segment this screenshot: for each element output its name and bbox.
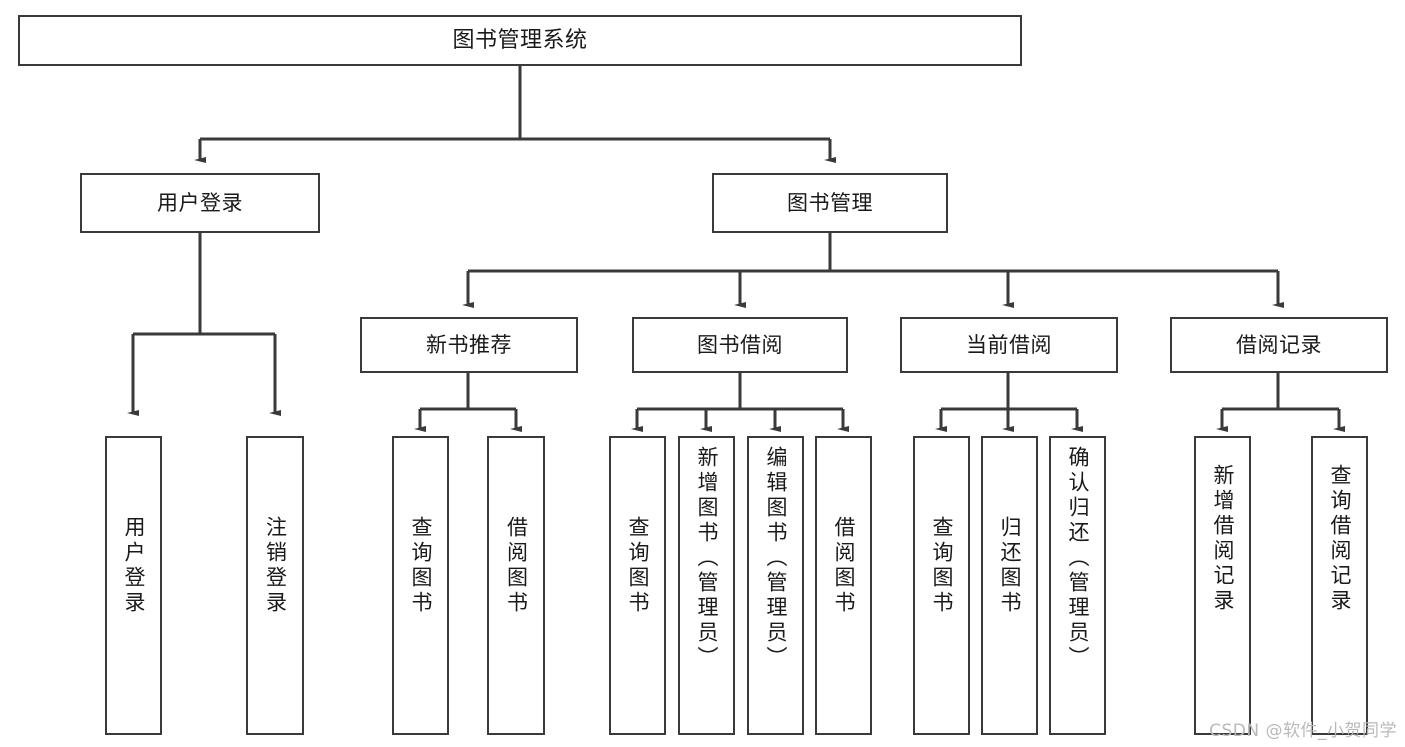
node-borrow-record[interactable]: 借阅记录 (1170, 317, 1388, 373)
leaf-borrow-add-book-admin[interactable]: 新增图书（管理员） (678, 436, 735, 735)
node-new-book-recommend[interactable]: 新书推荐 (360, 317, 578, 373)
node-current-borrow[interactable]: 当前借阅 (900, 317, 1118, 373)
node-label: 查询图书 (930, 516, 954, 616)
leaf-borrow-query-book[interactable]: 查询图书 (609, 436, 666, 735)
leaf-record-add-record[interactable]: 新增借阅记录 (1194, 436, 1251, 735)
node-label: 新书推荐 (426, 332, 512, 357)
leaf-user-login-do[interactable]: 用户登录 (105, 436, 162, 735)
node-label: 查询图书 (409, 516, 433, 616)
node-root-system[interactable]: 图书管理系统 (18, 15, 1022, 66)
node-label: 当前借阅 (966, 332, 1052, 357)
node-label: 图书管理系统 (452, 27, 588, 53)
node-label: 用户登录 (122, 516, 146, 616)
node-label: 图书借阅 (697, 332, 783, 357)
node-label: 查询图书 (626, 516, 650, 616)
node-label: 借阅图书 (832, 516, 856, 616)
node-label: 注销登录 (263, 516, 288, 616)
node-label: 编辑图书（管理员） (764, 446, 788, 671)
leaf-current-query-book[interactable]: 查询图书 (913, 436, 970, 735)
leaf-newbook-query-book[interactable]: 查询图书 (392, 436, 449, 735)
node-book-management[interactable]: 图书管理 (712, 173, 948, 233)
node-label: 借阅图书 (504, 516, 529, 616)
node-label: 借阅记录 (1236, 332, 1322, 357)
leaf-current-confirm-return-admin[interactable]: 确认归还（管理员） (1049, 436, 1106, 735)
node-label: 新增借阅记录 (1211, 464, 1235, 614)
node-label: 确认归还（管理员） (1066, 446, 1090, 671)
node-label: 归还图书 (998, 516, 1022, 616)
node-user-login[interactable]: 用户登录 (80, 173, 320, 233)
leaf-current-return-book[interactable]: 归还图书 (981, 436, 1038, 735)
node-label: 用户登录 (157, 190, 243, 215)
leaf-borrow-edit-book-admin[interactable]: 编辑图书（管理员） (747, 436, 804, 735)
node-label: 查询借阅记录 (1328, 464, 1352, 614)
leaf-newbook-borrow-book[interactable]: 借阅图书 (487, 436, 545, 735)
leaf-record-query-record[interactable]: 查询借阅记录 (1311, 436, 1368, 735)
leaf-borrow-borrow-book[interactable]: 借阅图书 (815, 436, 872, 735)
leaf-user-logout[interactable]: 注销登录 (246, 436, 304, 735)
node-label: 新增图书（管理员） (695, 446, 719, 671)
watermark-text: CSDN @软件_小贺同学 (1209, 721, 1397, 741)
node-book-borrow[interactable]: 图书借阅 (632, 317, 848, 373)
node-label: 图书管理 (787, 190, 873, 215)
